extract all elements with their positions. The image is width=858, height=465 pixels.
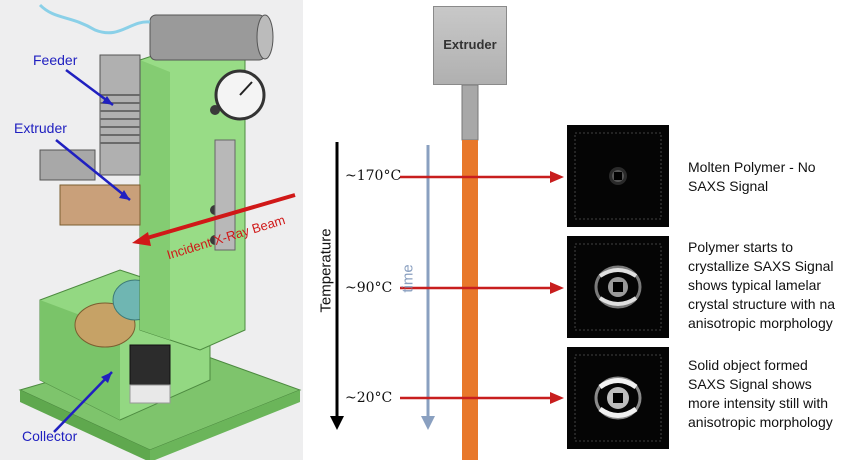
stage-1-temperature: ~170°C [345,168,402,184]
xray-beam-arrow [139,193,296,242]
filament [462,140,478,460]
stage-2-line-1: Polymer starts to [688,239,794,255]
extruder-block-label: Extruder [443,37,497,52]
stage-3-line-4: anisotropic morphology [688,414,833,430]
time-axis-label: time [399,264,417,293]
collector-label: Collector [22,428,78,444]
apparatus-illustration [18,3,302,462]
stage-3-line-3: more intensity still with [688,395,829,411]
extruder-label: Extruder [14,120,67,136]
nozzle [461,84,479,141]
stage-3-description: Solid object formed SAXS Signal shows mo… [688,356,833,432]
stage-2-line-3: shows typical lamelar [688,277,822,293]
stage-2-description: Polymer starts to crystallize SAXS Signa… [688,238,835,333]
stage-arrow-3 [400,392,564,404]
stage-2-temperature: ~90°C [345,280,393,296]
apparatus-panel: Feeder Extruder Collector Incident X-Ray… [0,0,303,462]
saxs-pattern-solid [567,347,669,449]
stage-3-line-2: SAXS Signal shows [688,376,812,392]
stage-1-line-1: Molten Polymer - No [688,159,816,175]
extruder-pointer [55,139,131,201]
stage-2-line-2: crystallize SAXS Signal [688,258,834,274]
saxs-pattern-molten [567,125,669,227]
stage-1-description: Molten Polymer - No SAXS Signal [688,158,816,196]
stage-3-temperature: ~20°C [345,390,393,406]
stage-arrow-1 [400,171,564,183]
temperature-axis-label: Temperature [317,228,335,313]
feeder-label: Feeder [33,52,78,68]
stage-2-line-5: anisotropic morphology [688,315,833,331]
stage-2-line-4: crystal structure with na [688,296,836,312]
saxs-pattern-crystallizing [567,236,669,338]
stage-arrow-2 [400,282,564,294]
collector-pointer [53,371,113,433]
stage-3-line-1: Solid object formed [688,357,808,373]
stage-1-line-2: SAXS Signal [688,178,769,194]
extruder-block: Extruder [433,6,507,85]
